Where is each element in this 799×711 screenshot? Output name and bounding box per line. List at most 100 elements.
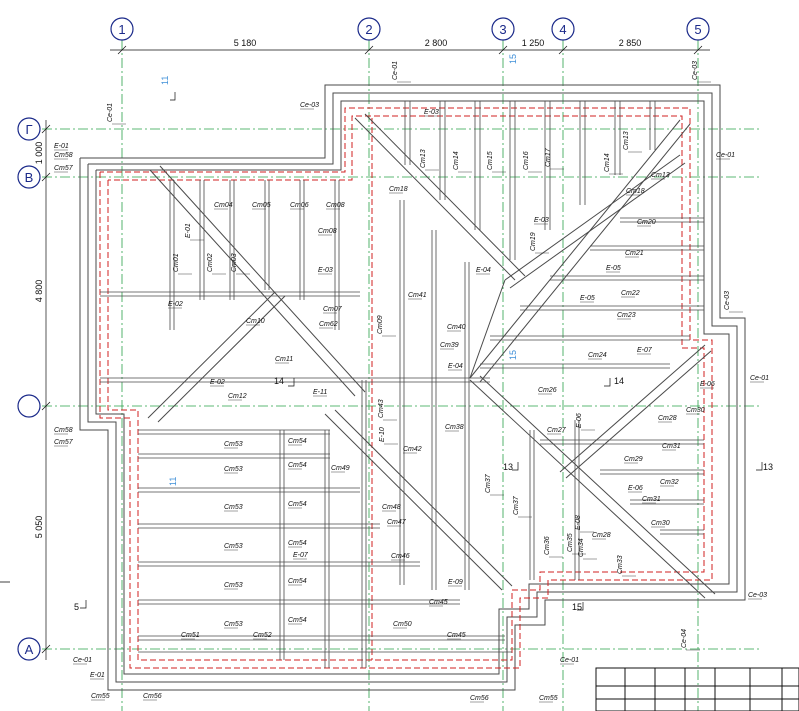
rafters bbox=[100, 101, 704, 668]
cm-tag-42: Cm53 bbox=[224, 504, 243, 511]
cm-tag-14: Cm12 bbox=[228, 393, 247, 400]
ce-tag-2: Се-03 bbox=[300, 102, 319, 109]
section-label-15-bottom: 15 bbox=[572, 602, 582, 612]
cm-tag-16: Cm09 bbox=[377, 315, 384, 334]
cm-tag-48: Cm54 bbox=[288, 501, 307, 508]
dim-left-3: 5 050 bbox=[34, 516, 44, 539]
axis-label-a: А bbox=[25, 642, 34, 657]
axis-bubble-4 bbox=[551, 17, 575, 41]
axis-bubble-1 bbox=[110, 17, 134, 41]
cm-tag-18: Cm39 bbox=[440, 342, 459, 349]
cm-tag-10: Cm10 bbox=[246, 318, 265, 325]
section-labels: 11 15 14 13 5 15 14 11 15 13 bbox=[74, 54, 773, 612]
e-tag-3: Е-02 bbox=[168, 301, 183, 308]
section-label-15-mid: 15 bbox=[508, 350, 518, 360]
axis-lines bbox=[42, 40, 760, 711]
cm-tag-2: Cm04 bbox=[214, 202, 233, 209]
cm-tag-45: Cm53 bbox=[224, 621, 243, 628]
cm-tag-63: Cm31 bbox=[662, 443, 681, 450]
cm-tag-0: Cm58 bbox=[54, 152, 73, 159]
dim-top-3: 1 250 bbox=[522, 38, 545, 48]
cm-tag-67: Cm28 bbox=[592, 532, 611, 539]
hip-se-1 bbox=[469, 375, 716, 599]
cm-tag-25: Cm19 bbox=[530, 232, 537, 251]
axis-label-3: 3 bbox=[499, 22, 506, 37]
dim-top-1: 5 180 bbox=[234, 38, 257, 48]
cm-tag-50: Cm54 bbox=[288, 578, 307, 585]
cm-tag-62: Cm29 bbox=[624, 456, 643, 463]
section-label-15-top: 15 bbox=[508, 54, 518, 64]
cm-tag-17: Cm40 bbox=[447, 324, 466, 331]
section-label-14-right: 14 bbox=[614, 376, 624, 386]
cm-tag-23: Cm17 bbox=[545, 147, 552, 167]
cm-tag-36: Cm28 bbox=[658, 415, 677, 422]
cm-tag-34: Cm24 bbox=[588, 352, 607, 359]
e-tag-4: Е-03 bbox=[424, 109, 439, 116]
hip-beams bbox=[147, 113, 716, 599]
ce-tag-5: Се-01 bbox=[750, 375, 769, 382]
hip-sw-1 bbox=[147, 291, 286, 423]
axis-label-v: В bbox=[25, 170, 34, 185]
cm-tag-53: Cm42 bbox=[403, 446, 422, 453]
cm-tag-12: Cm62 bbox=[319, 321, 338, 328]
title-block bbox=[595, 667, 799, 711]
section-label-11-bottom: 11 bbox=[168, 477, 178, 486]
cm-tag-40: Cm53 bbox=[224, 441, 243, 448]
dim-top-2: 2 800 bbox=[425, 38, 448, 48]
cm-tag-71: Cm33 bbox=[617, 555, 624, 574]
cm-tag-54: Cm38 bbox=[445, 424, 464, 431]
cm-tag-77: Cm55 bbox=[91, 693, 110, 700]
axis-label-1: 1 bbox=[118, 22, 125, 37]
e-tag-5: Е-03 bbox=[318, 267, 333, 274]
cm-tag-70: Cm34 bbox=[578, 538, 585, 557]
cm-tag-55: Cm49 bbox=[331, 465, 350, 472]
section-marks bbox=[80, 92, 763, 611]
section-label-14-left: 14 bbox=[274, 376, 284, 386]
cm-tag-79: Cm56 bbox=[470, 695, 489, 702]
ce-tag-7: Се-01 bbox=[73, 657, 92, 664]
e-tag-19: Е-07 bbox=[293, 552, 309, 559]
section-label-5: 5 bbox=[74, 602, 79, 612]
cm-tag-72: Cm45 bbox=[429, 599, 448, 606]
cm-tag-73: Cm45 bbox=[447, 632, 466, 639]
cm-tag-57: Cm47 bbox=[387, 519, 407, 526]
cm-tag-41: Cm53 bbox=[224, 466, 243, 473]
axis-label-4: 4 bbox=[559, 22, 566, 37]
hip-center bbox=[469, 279, 506, 379]
ce-tag-9: Се-01 bbox=[560, 657, 579, 664]
cm-tag-5: Cm08 bbox=[326, 202, 345, 209]
e-tag-2: Е-01 bbox=[185, 223, 192, 238]
cm-tag-35: Cm26 bbox=[538, 387, 557, 394]
hip-ne-low bbox=[559, 344, 712, 479]
e-tag-16: Е-10 bbox=[379, 427, 386, 442]
cm-tag-61: Cm27 bbox=[547, 427, 567, 434]
cm-tag-6: Cm08 bbox=[318, 228, 337, 235]
e-tag-7: Е-05 bbox=[606, 265, 621, 272]
cm-tag-32: Cm22 bbox=[621, 290, 640, 297]
ce-tag-6: Се-03 bbox=[724, 291, 731, 310]
hip-main-2 bbox=[469, 119, 691, 383]
cm-tag-22: Cm16 bbox=[523, 151, 530, 170]
dim-left-1: 1 000 bbox=[34, 142, 44, 165]
ce-tag-10: Се-03 bbox=[748, 592, 767, 599]
axis-bubble-a bbox=[17, 637, 41, 661]
cm-tag-39: Cm57 bbox=[54, 439, 74, 446]
ce-tag-0: Се-01 bbox=[107, 103, 114, 122]
section-label-11-top: 11 bbox=[160, 76, 170, 85]
cm-tag-19: Cm13 bbox=[420, 149, 427, 168]
axis-bubble-5 bbox=[686, 17, 710, 41]
e-tag-12: Е-03 bbox=[534, 217, 549, 224]
cm-tag-31: Cm21 bbox=[625, 250, 644, 257]
cm-tag-47: Cm54 bbox=[288, 462, 307, 469]
dim-left-2: 4 800 bbox=[34, 280, 44, 303]
axis-bubble-2 bbox=[357, 17, 381, 41]
hip-main-3 bbox=[504, 154, 686, 289]
cm-tag-8: Cm02 bbox=[207, 253, 214, 272]
axis-bubble-b bbox=[17, 394, 41, 418]
ce-tag-3: Се-03 bbox=[692, 61, 699, 80]
cm-tag-52: Cm43 bbox=[378, 399, 385, 418]
cm-tag-46: Cm54 bbox=[288, 438, 307, 445]
e-tag-8: Е-05 bbox=[580, 295, 595, 302]
